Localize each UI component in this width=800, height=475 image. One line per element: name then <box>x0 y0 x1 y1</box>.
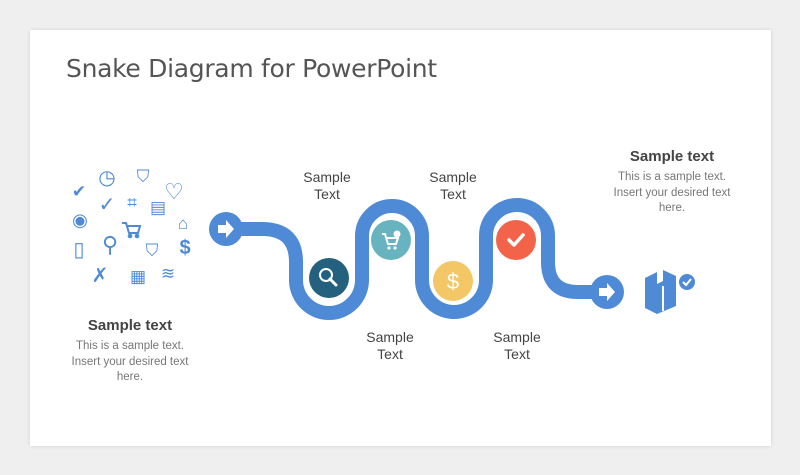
left-heading: Sample text <box>87 317 173 334</box>
clipboard-icon: ▤ <box>149 198 167 217</box>
svg-text:$: $ <box>447 269 459 294</box>
right-heading: Sample text <box>629 148 715 165</box>
calendar-icon: ▦ <box>129 267 147 286</box>
circle-check-icon: ✓ <box>98 194 116 216</box>
heart-icon: ♡ <box>164 179 184 204</box>
step-4-check-icon <box>494 218 538 262</box>
step-1-magnifier-icon <box>307 256 351 300</box>
store-icon: ⌂ <box>177 214 189 233</box>
search-icon: ⚲ <box>101 232 119 257</box>
cart-icon <box>122 222 142 239</box>
tools-icon: ✗ <box>91 265 109 287</box>
dollar-icon: $ <box>179 237 191 259</box>
tags-icon: ⌗ <box>127 193 137 212</box>
right-body: This is a sample text.Insert your desire… <box>613 171 731 214</box>
slide-title: Snake Diagram for PowerPoint <box>66 54 437 83</box>
step-2-cart-icon <box>369 218 413 262</box>
end-arrow-icon <box>590 275 624 309</box>
snake-path <box>226 198 607 320</box>
step-3-dollar-icon: $ <box>431 259 475 303</box>
box-check-icon <box>645 270 697 314</box>
checkmark-icon: ✔ <box>71 182 87 201</box>
clock-icon: ◷ <box>98 167 116 189</box>
start-arrow-icon <box>209 212 243 246</box>
phone-icon: ▯ <box>73 239 85 261</box>
eye-icon: ◉ <box>72 210 88 230</box>
shield-check-icon: ⛉ <box>136 167 150 186</box>
shield-icon: ⛉ <box>145 241 159 260</box>
left-body: This is a sample text.Insert your desire… <box>71 340 189 383</box>
coins-icon: ≋ <box>160 264 176 283</box>
